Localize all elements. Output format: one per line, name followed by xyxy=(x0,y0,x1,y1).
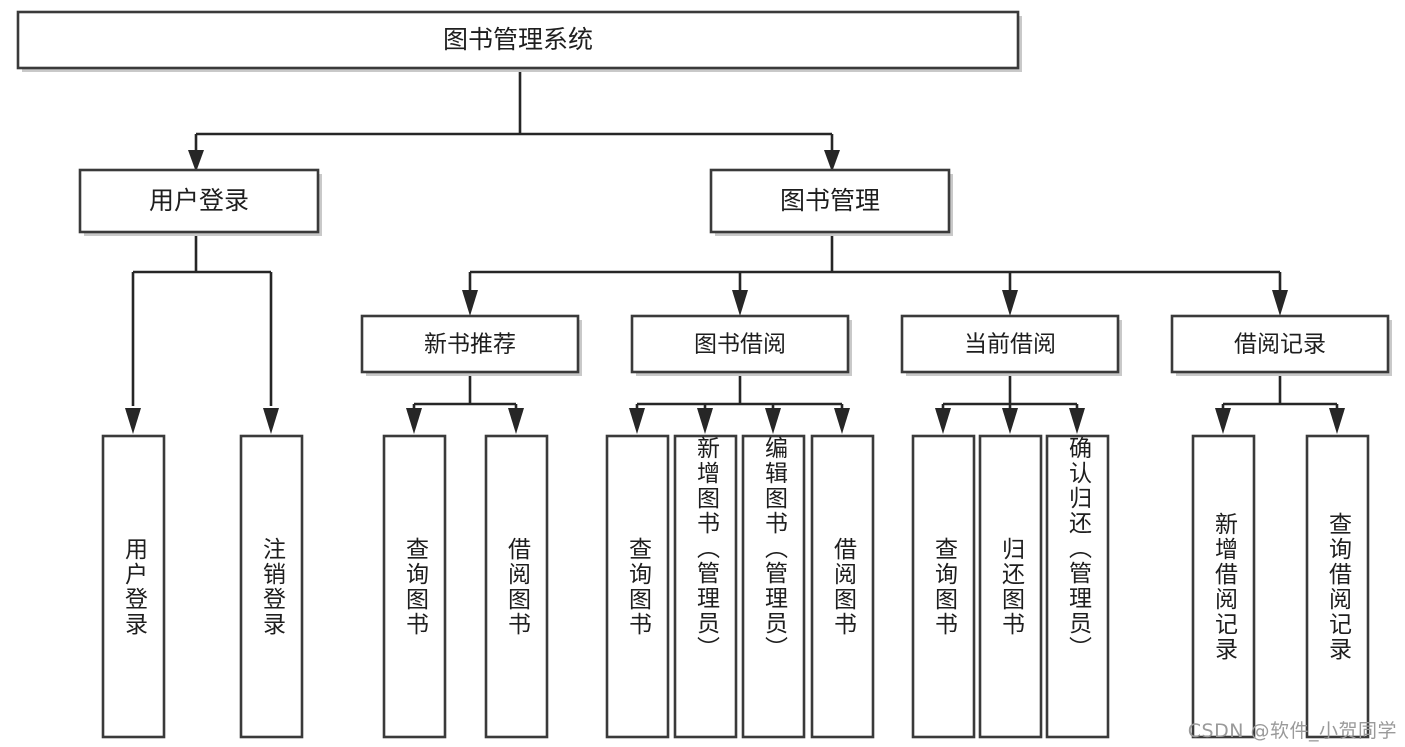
connector-layer xyxy=(125,72,1345,434)
node-br-box xyxy=(1170,314,1390,374)
leaf-box-query-book-2[interactable] xyxy=(605,434,670,739)
leaf-box-query-record[interactable] xyxy=(1305,434,1370,739)
node-br-label: 借阅记录 xyxy=(1234,332,1326,358)
node-root-box xyxy=(16,10,1020,70)
arrowhead-leaf-user-logout xyxy=(263,408,279,434)
node-book-borrow[interactable]: 图书借阅 xyxy=(630,314,852,376)
arrowhead-leaf-query-book-3 xyxy=(935,408,951,434)
node-current-borrow[interactable]: 当前借阅 xyxy=(900,314,1122,376)
node-cb-box xyxy=(900,314,1120,374)
node-book-manage-box xyxy=(709,168,951,234)
leaf-box-user-logout[interactable] xyxy=(239,434,304,739)
arrowhead-leaf-add-book xyxy=(697,408,713,434)
node-bb-label: 图书借阅 xyxy=(694,332,786,358)
leaf-box-return-book[interactable] xyxy=(978,434,1043,739)
arrowhead-leaf-user-login xyxy=(125,408,141,434)
arrowhead-leaf-return-book xyxy=(1002,408,1018,434)
arrowhead-leaf-query-record xyxy=(1329,408,1345,434)
node-bb-box xyxy=(630,314,850,374)
node-root-label: 图书管理系统 xyxy=(443,25,593,54)
node-user-login-box xyxy=(78,168,320,234)
arrowhead-leaf-query-book-1 xyxy=(406,408,422,434)
leaf-box-query-book-1[interactable] xyxy=(382,434,447,739)
arrowhead-leaf-query-book-2 xyxy=(629,408,645,434)
arrowhead-book-borrow xyxy=(732,290,748,316)
leaf-box-layer xyxy=(101,434,1370,739)
arrowhead-book-manage xyxy=(824,150,840,172)
leaf-box-borrow-book-1[interactable] xyxy=(484,434,549,739)
node-cb-label: 当前借阅 xyxy=(964,332,1056,358)
node-book-manage-label: 图书管理 xyxy=(780,186,880,215)
arrowhead-leaf-edit-book xyxy=(765,408,781,434)
arrowhead-leaf-confirm-return xyxy=(1069,408,1085,434)
leaf-box-user-login[interactable] xyxy=(101,434,166,739)
arrowhead-new-book-recommend xyxy=(462,290,478,316)
leaf-box-borrow-book-2[interactable] xyxy=(810,434,875,739)
arrowhead-user-login xyxy=(188,150,204,172)
arrowhead-current-borrow xyxy=(1002,290,1018,316)
node-nbr-box xyxy=(360,314,580,374)
node-user-login[interactable]: 用户登录 xyxy=(78,168,322,236)
node-user-login-label: 用户登录 xyxy=(149,186,249,215)
leaf-box-confirm-return[interactable] xyxy=(1045,434,1110,739)
arrowhead-borrow-record xyxy=(1272,290,1288,316)
csdn-watermark: CSDN @软件_小贺同学 xyxy=(1187,720,1397,742)
arrowhead-leaf-borrow-book-1 xyxy=(508,408,524,434)
leaf-box-query-book-3[interactable] xyxy=(911,434,976,739)
leaf-box-edit-book[interactable] xyxy=(741,434,806,739)
leaf-box-add-record[interactable] xyxy=(1191,434,1256,739)
node-nbr-label: 新书推荐 xyxy=(424,332,516,358)
leaf-box-add-book[interactable] xyxy=(673,434,738,739)
arrowhead-leaf-add-record xyxy=(1215,408,1231,434)
arrowhead-leaf-borrow-book-2 xyxy=(834,408,850,434)
node-new-book-recommend[interactable]: 新书推荐 xyxy=(360,314,582,376)
node-book-manage[interactable]: 图书管理 xyxy=(709,168,953,236)
node-borrow-record[interactable]: 借阅记录 xyxy=(1170,314,1392,376)
node-root[interactable]: 图书管理系统 xyxy=(16,10,1022,72)
